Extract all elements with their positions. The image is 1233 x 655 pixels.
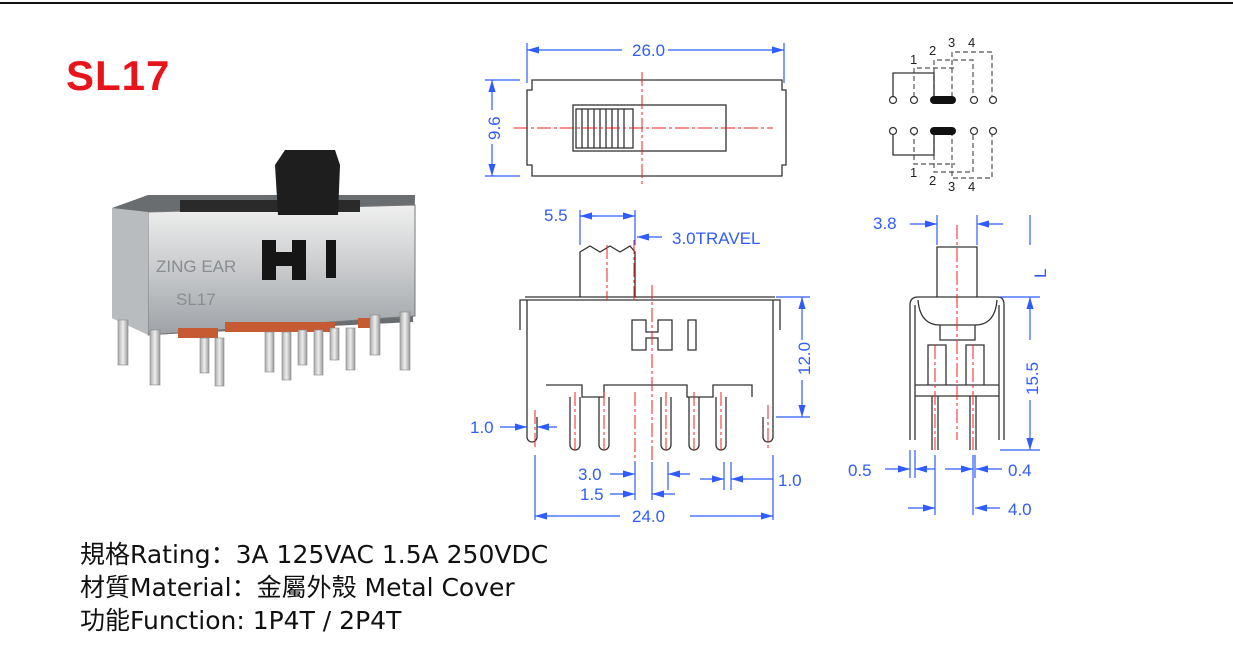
dim-height: 9.6 [485,116,504,140]
schematic-top-label-2: 2 [929,43,936,58]
schematic-bottom-label-4: 4 [968,179,975,194]
model-title: SL17 [66,52,171,99]
top-view: 26.0 9.6 [485,41,787,185]
dim-edge: 1.0 [778,471,802,490]
schematic-top-label-4: 4 [968,35,975,50]
dim-width: 26.0 [632,41,665,60]
photo-model-text: SL17 [176,290,216,309]
dim-side-knob: 3.8 [873,214,897,233]
schematic-bottom-label-2: 2 [929,173,936,188]
dim-pitch: 3.0 [578,465,602,484]
schematic-bottom-label-1: 1 [910,165,917,180]
schematic-top-label-1: 1 [910,52,917,67]
schematic-bottom-label-3: 3 [948,179,955,194]
spec-function: 功能Function: 1P4T / 2P4T [80,606,402,635]
front-view: 5.5 3.0TRAVEL 12.0 1.0 3.0 1.5 1.0 24.0 [470,206,814,526]
dim-travel: 3.0TRAVEL [672,229,761,248]
dim-length: L [1031,269,1050,278]
dim-total-width: 24.0 [632,507,665,526]
product-photo: ZING EAR SL17 [112,150,416,387]
dim-knob: 5.5 [544,206,568,225]
top-divider [0,2,1233,4]
dim-row-spacing: 4.0 [1008,500,1032,519]
dim-body-height: 12.0 [795,342,814,375]
side-view: 3.8 L 15.5 0.5 0.4 4.0 [848,214,1050,519]
dim-side-height: 15.5 [1023,362,1042,395]
schematic-top-label-3: 3 [948,35,955,50]
photo-brand-text: ZING EAR [156,257,236,276]
dim-pin: 0.4 [1008,461,1032,480]
spec-material: 材質Material：金屬外殼 Metal Cover [80,573,515,602]
dim-offset: 1.5 [580,485,604,504]
switch-schematic: 1 2 3 4 1 2 3 4 [888,35,998,194]
spec-rating: 規格Rating：3A 125VAC 1.5A 250VDC [80,540,549,569]
dim-pin-width: 1.0 [470,418,494,437]
dim-frame: 0.5 [848,461,872,480]
